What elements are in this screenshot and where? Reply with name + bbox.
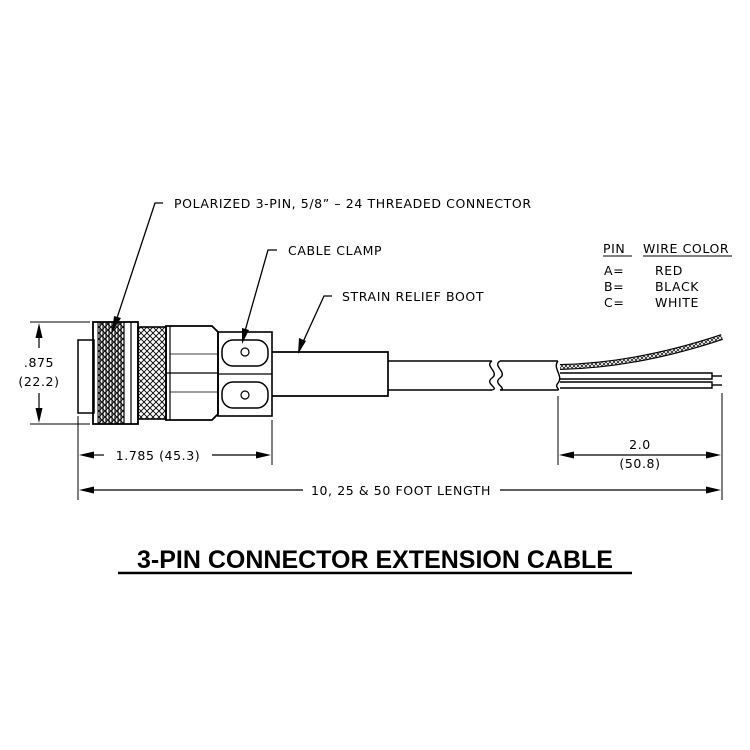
pin-header: PIN (603, 241, 625, 256)
pin-row-pin: A= (604, 263, 624, 278)
pin-row-pin: B= (604, 279, 624, 294)
strain-relief-boot (272, 351, 389, 397)
title-text: 3-PIN CONNECTOR EXTENSION CABLE (137, 546, 613, 574)
overall-length-label: 10, 25 & 50 FOOT LENGTH (311, 483, 491, 498)
diameter-mm-label: (22.2) (18, 374, 59, 389)
wire-color-header: WIRE COLOR (643, 241, 729, 256)
pin-row-pin: C= (604, 295, 624, 310)
pin-color-table: PIN WIRE COLOR A= RED B= BLACK C= WHITE (603, 241, 732, 310)
dimension-overall-length: 10, 25 & 50 FOOT LENGTH (77, 465, 721, 500)
connector-threads (99, 322, 122, 424)
cable-clamp (217, 331, 273, 417)
dimension-diameter: .875 (22.2) (18, 321, 90, 425)
callout-boot: STRAIN RELIEF BOOT (298, 289, 484, 354)
dimension-strip-length: 2.0 (50.8) (557, 393, 723, 500)
drawing-title: 3-PIN CONNECTOR EXTENSION CABLE (118, 546, 632, 575)
pin-row-color: WHITE (655, 295, 699, 310)
callout-boot-label: STRAIN RELIEF BOOT (342, 289, 484, 304)
strip-length-mm-label: (50.8) (619, 456, 660, 471)
pin-row-color: BLACK (655, 279, 699, 294)
strip-length-inch-label: 2.0 (629, 437, 651, 452)
pin-row-color: RED (655, 263, 683, 278)
dimension-connector-length: 1.785 (45.3) (77, 416, 273, 465)
wire-leads (559, 334, 723, 389)
callout-connector-label: POLARIZED 3-PIN, 5/8” – 24 THREADED CONN… (174, 196, 532, 211)
cable-jacket (388, 360, 561, 391)
callout-connector: POLARIZED 3-PIN, 5/8” – 24 THREADED CONN… (112, 196, 532, 332)
callout-clamp: CABLE CLAMP (242, 243, 382, 344)
connector-length-label: 1.785 (45.3) (116, 448, 201, 463)
threaded-connector (77, 321, 219, 425)
callout-clamp-label: CABLE CLAMP (288, 243, 382, 258)
diameter-inch-label: .875 (24, 355, 54, 370)
